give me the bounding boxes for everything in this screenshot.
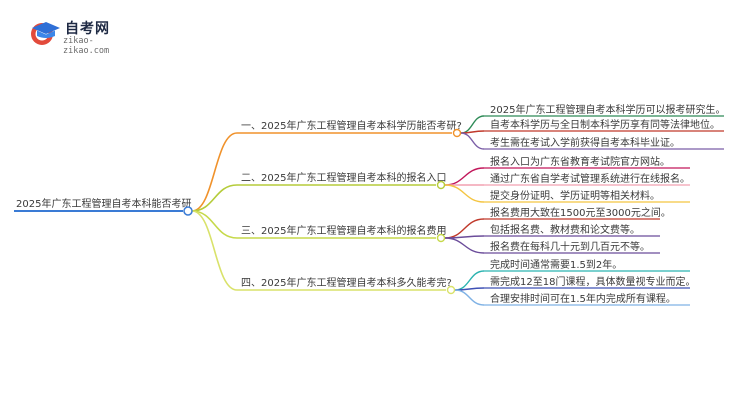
graduation-cap-logo-icon — [31, 22, 60, 45]
logo-subtitle: zikao-zikao.com — [63, 36, 110, 56]
branch-node-label[interactable]: 一、2025年广东工程管理自考本科学历能否考研? — [241, 119, 462, 132]
logo-title: 自考网 — [65, 21, 110, 37]
branch-edge — [191, 210, 238, 291]
leaf-node-label[interactable]: 考生需在考试入学前获得自考本科毕业证。 — [490, 136, 680, 149]
leaf-node-label[interactable]: 自考本科学历与全日制本科学历享有同等法律地位。 — [490, 118, 720, 131]
leaf-node-label[interactable]: 通过广东省自学考试管理系统进行在线报名。 — [490, 172, 690, 185]
leaf-edge — [444, 218, 485, 239]
site-logo[interactable]: 自考网 zikao-zikao.com — [28, 18, 138, 56]
leaf-node-label[interactable]: 报名费用大致在1500元至3000元之间。 — [490, 206, 671, 219]
branch-connector-dot — [446, 285, 456, 295]
leaf-edge — [460, 132, 485, 150]
leaf-node-label[interactable]: 合理安排时间可在1.5年内完成所有课程。 — [490, 292, 676, 305]
leaf-node-label[interactable]: 报名费在每科几十元到几百元不等。 — [490, 240, 650, 253]
leaf-node-label[interactable]: 2025年广东工程管理自考本科学历可以报考研究生。 — [490, 103, 725, 116]
leaf-edge — [444, 167, 485, 186]
branch-connector-dot — [436, 233, 446, 243]
branch-connector-dot — [452, 128, 462, 138]
branch-edge — [191, 132, 238, 212]
mindmap-edges — [191, 115, 485, 306]
leaf-node-label[interactable]: 包括报名费、教材费和论文费等。 — [490, 223, 640, 236]
branch-edge — [191, 184, 238, 212]
leaf-node-label[interactable]: 报名入口为广东省教育考试院官方网站。 — [490, 155, 670, 168]
leaf-node-label[interactable]: 提交身份证明、学历证明等相关材料。 — [490, 189, 660, 202]
branch-connector-dot — [436, 180, 446, 190]
branch-edge — [191, 210, 238, 239]
leaf-edge — [454, 270, 485, 291]
leaf-edge — [454, 289, 485, 306]
branch-node-label[interactable]: 四、2025年广东工程管理自考本科多久能考完? — [241, 276, 452, 289]
leaf-edge — [444, 237, 485, 254]
mindmap-nodes: 2025年广东工程管理自考本科能否考研 一、2025年广东工程管理自考本科学历能否… — [14, 103, 725, 306]
root-connector-dot — [183, 206, 193, 216]
branch-node-label[interactable]: 三、2025年广东工程管理自考本科的报名费用 — [241, 224, 446, 237]
branch-node-label[interactable]: 二、2025年广东工程管理自考本科的报名入口 — [241, 171, 446, 184]
leaf-edge — [444, 184, 485, 203]
root-node-label[interactable]: 2025年广东工程管理自考本科能否考研 — [16, 197, 191, 210]
leaf-node-label[interactable]: 完成时间通常需要1.5到2年。 — [490, 258, 622, 271]
leaf-node-label[interactable]: 需完成12至18门课程，具体数量视专业而定。 — [490, 275, 695, 288]
